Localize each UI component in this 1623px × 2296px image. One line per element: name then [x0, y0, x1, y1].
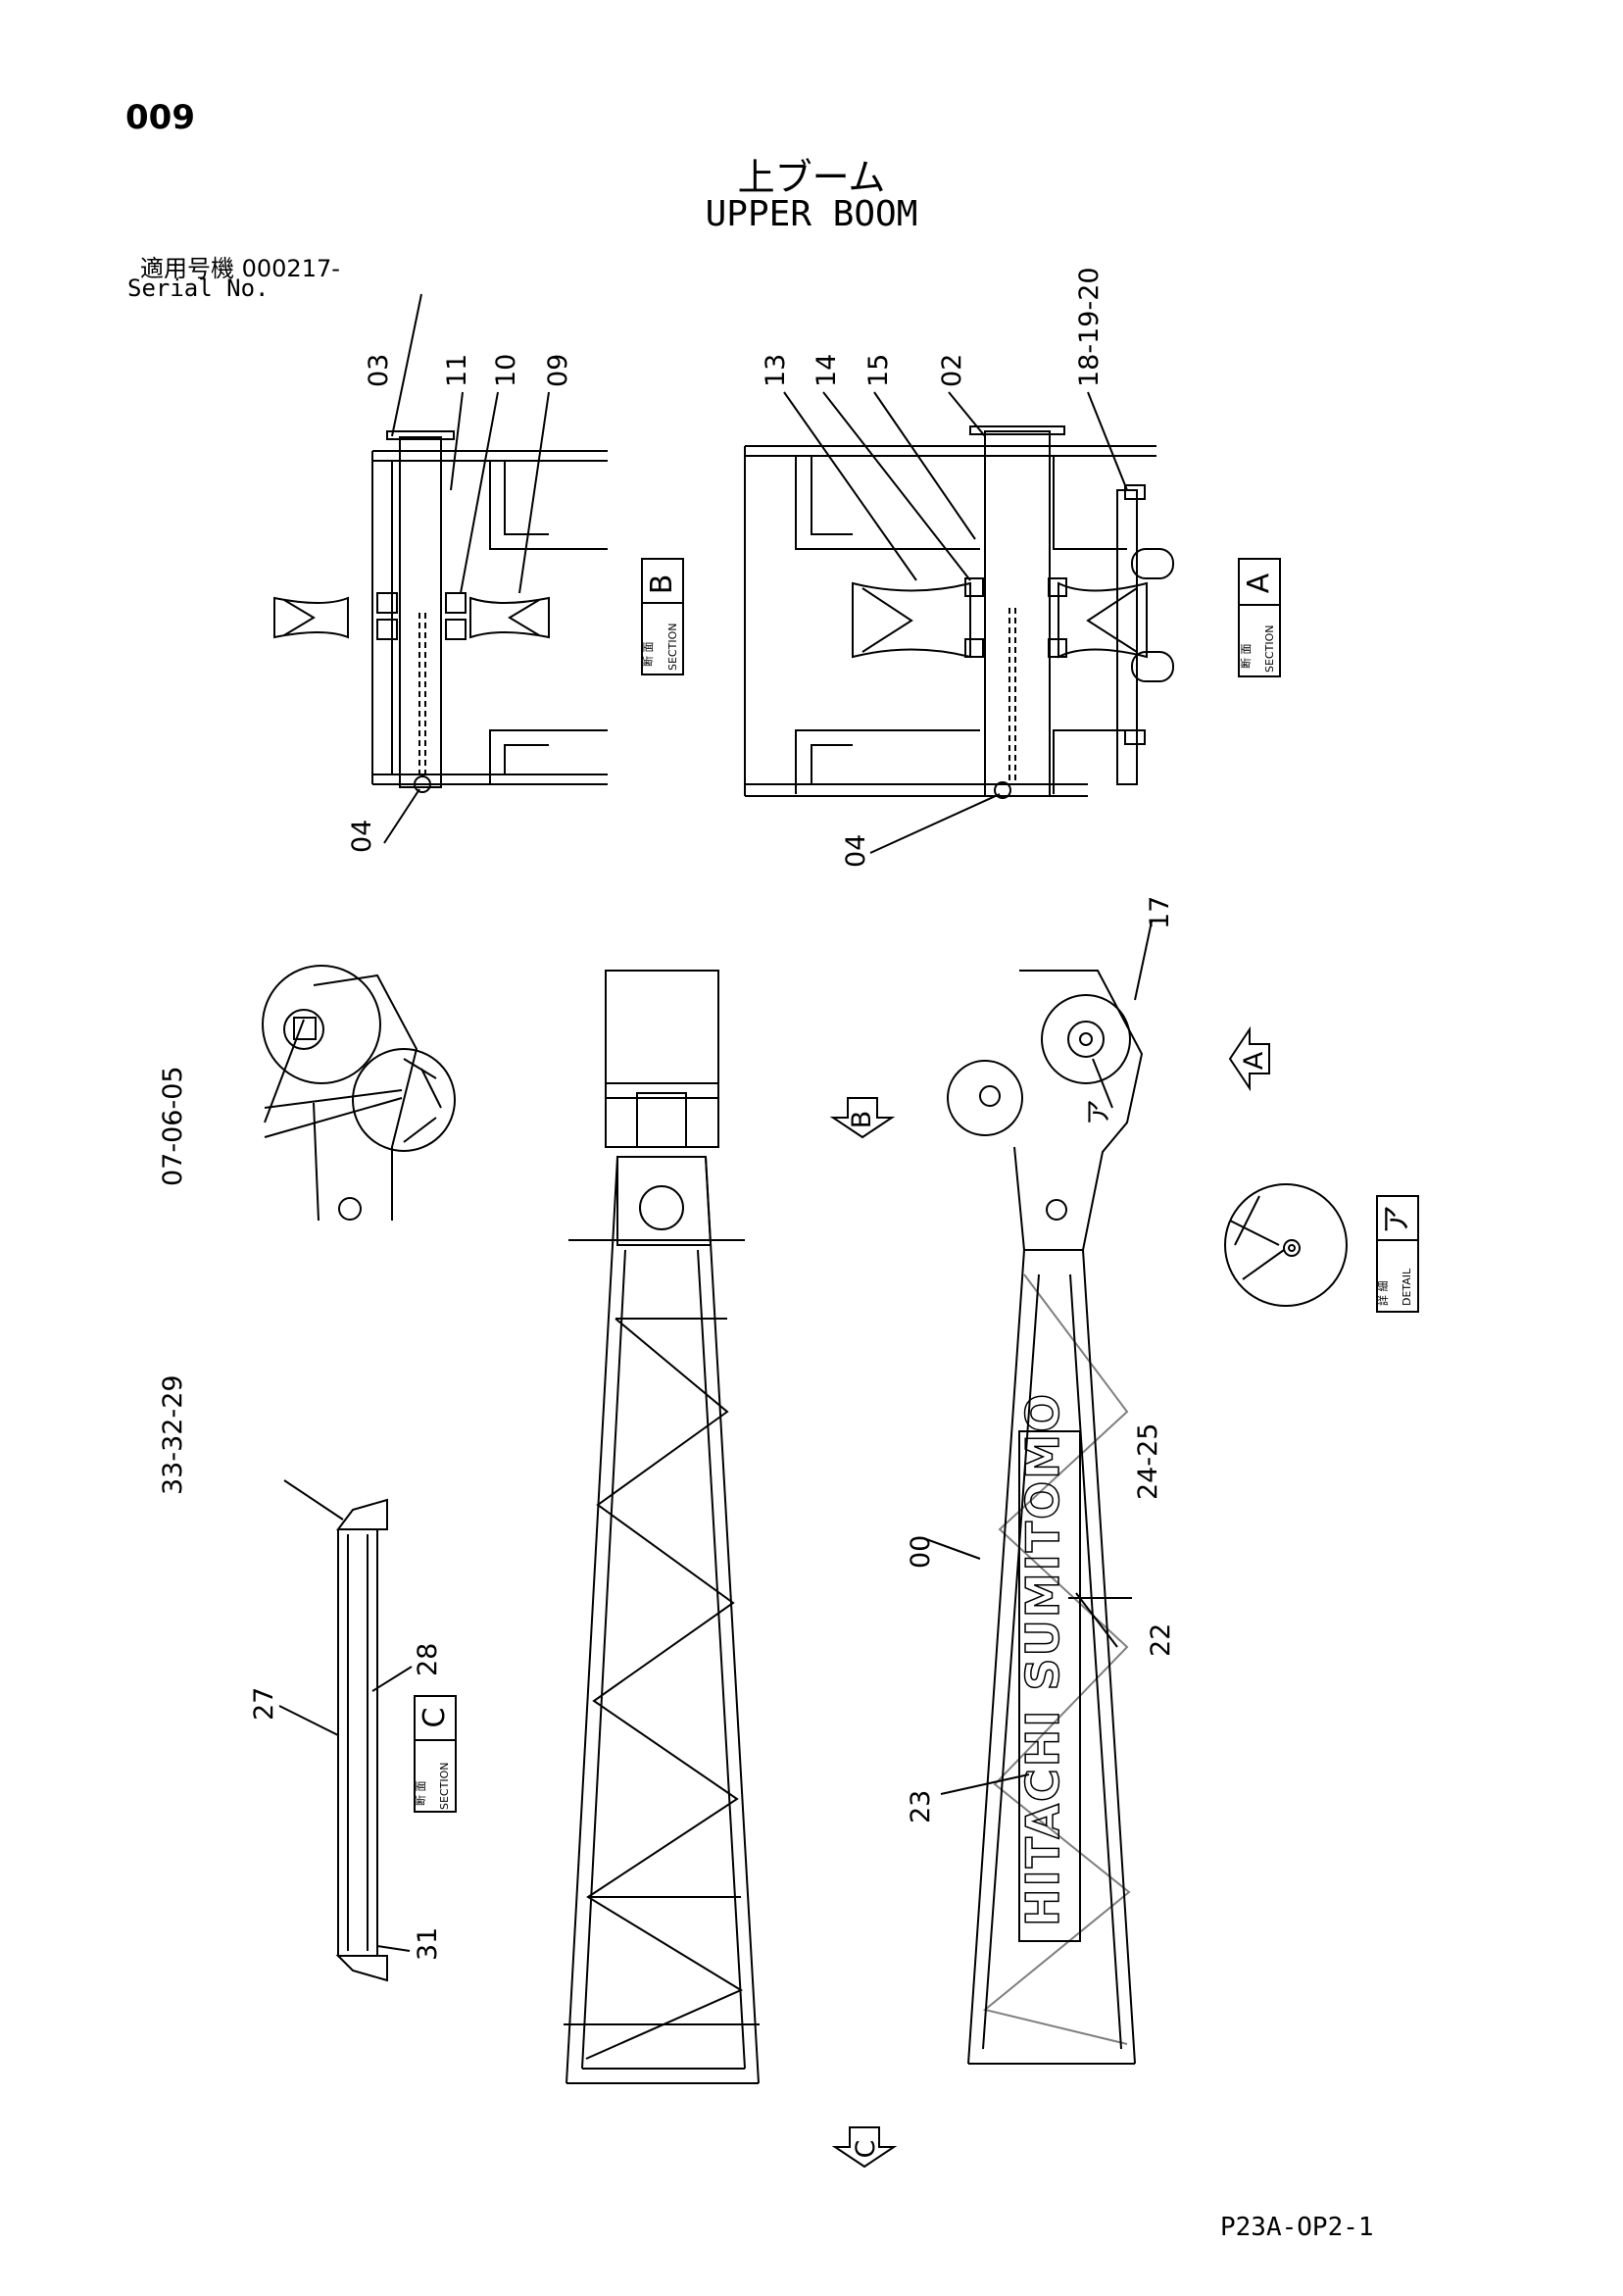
part-label-04b: 04: [841, 834, 871, 868]
part-label-31: 31: [413, 1927, 443, 1961]
boom-logo-text: HITACHI SUMITOMO: [1016, 1392, 1069, 1926]
part-label-04a: 04: [347, 820, 377, 853]
part-label-03: 03: [364, 354, 394, 387]
detail-tag-en: DETAIL: [1401, 1268, 1413, 1306]
serial-label-jp: 適用号機 000217-: [140, 255, 340, 282]
section-tag-a: A 断 面 SECTION: [1238, 558, 1281, 677]
part-number-labels: 03 11 10 09 04 13 14 15 02 18-19-20 04 1…: [158, 267, 1176, 1961]
view-arrow-b: B: [829, 1097, 896, 1139]
view-arrow-c-letter: C: [851, 2140, 881, 2159]
serial-label-en: Serial No.: [127, 275, 270, 302]
section-tag-c: C 断 面 SECTION: [414, 1695, 457, 1813]
part-label-09: 09: [543, 354, 573, 387]
part-label-23: 23: [906, 1790, 936, 1823]
part-label-18-19-20: 18-19-20: [1074, 267, 1105, 387]
view-arrow-a: A: [1228, 1025, 1270, 1092]
view-arrow-b-letter: B: [847, 1111, 877, 1129]
document-code: P23A-OP2-1: [1220, 2213, 1374, 2242]
part-label-11: 11: [442, 354, 472, 387]
detail-a-view: [1224, 1183, 1348, 1307]
part-label-14: 14: [812, 354, 842, 387]
section-tag-a-en: SECTION: [1263, 625, 1276, 673]
detail-tag-marker: ア: [1380, 1205, 1414, 1234]
section-tag-b-letter: B: [645, 574, 679, 595]
section-tag-b-en: SECTION: [666, 624, 679, 671]
right-boom-frame: [947, 970, 1144, 2065]
part-label-13: 13: [761, 354, 791, 387]
view-arrow-c: C: [831, 2126, 898, 2169]
section-tag-c-en: SECTION: [438, 1763, 451, 1810]
part-label-24-25: 24-25: [1133, 1423, 1163, 1500]
detail-tag-jp: 詳 細: [1376, 1281, 1390, 1307]
part-label-02: 02: [937, 354, 967, 387]
section-tag-b-jp: 断 面: [641, 642, 655, 668]
view-arrow-a-letter: A: [1239, 1051, 1269, 1070]
page-number: 009: [125, 98, 195, 137]
left-boom-frame: [564, 970, 760, 2084]
part-label-28: 28: [413, 1643, 443, 1676]
left-pulley-detail: [262, 965, 456, 1222]
section-tag-c-letter: C: [418, 1708, 452, 1728]
part-label-22: 22: [1146, 1623, 1176, 1657]
part-label-10: 10: [491, 354, 521, 387]
part-label-07-06-05: 07-06-05: [158, 1066, 188, 1186]
part-label-33-32-29: 33-32-29: [158, 1374, 188, 1495]
section-a-view: [744, 391, 1174, 854]
section-tag-b: B 断 面 SECTION: [641, 558, 684, 675]
page-title-en: UPPER BOOM: [705, 194, 918, 234]
section-c-view: [278, 1479, 413, 1982]
detail-marker-label: ア: [1084, 1099, 1114, 1125]
detail-tag: ア 詳 細 DETAIL: [1376, 1195, 1419, 1313]
right-boom-leaders: [264, 921, 1153, 1795]
part-label-17: 17: [1145, 896, 1175, 929]
page-title-jp: 上ブーム: [737, 156, 886, 199]
part-label-00: 00: [906, 1535, 936, 1569]
section-b-view: [273, 293, 608, 844]
section-tag-a-jp: 断 面: [1239, 644, 1253, 670]
section-tag-a-letter: A: [1242, 573, 1276, 593]
part-label-15: 15: [863, 354, 894, 387]
part-label-27: 27: [249, 1687, 279, 1721]
section-tag-c-jp: 断 面: [414, 1781, 427, 1807]
